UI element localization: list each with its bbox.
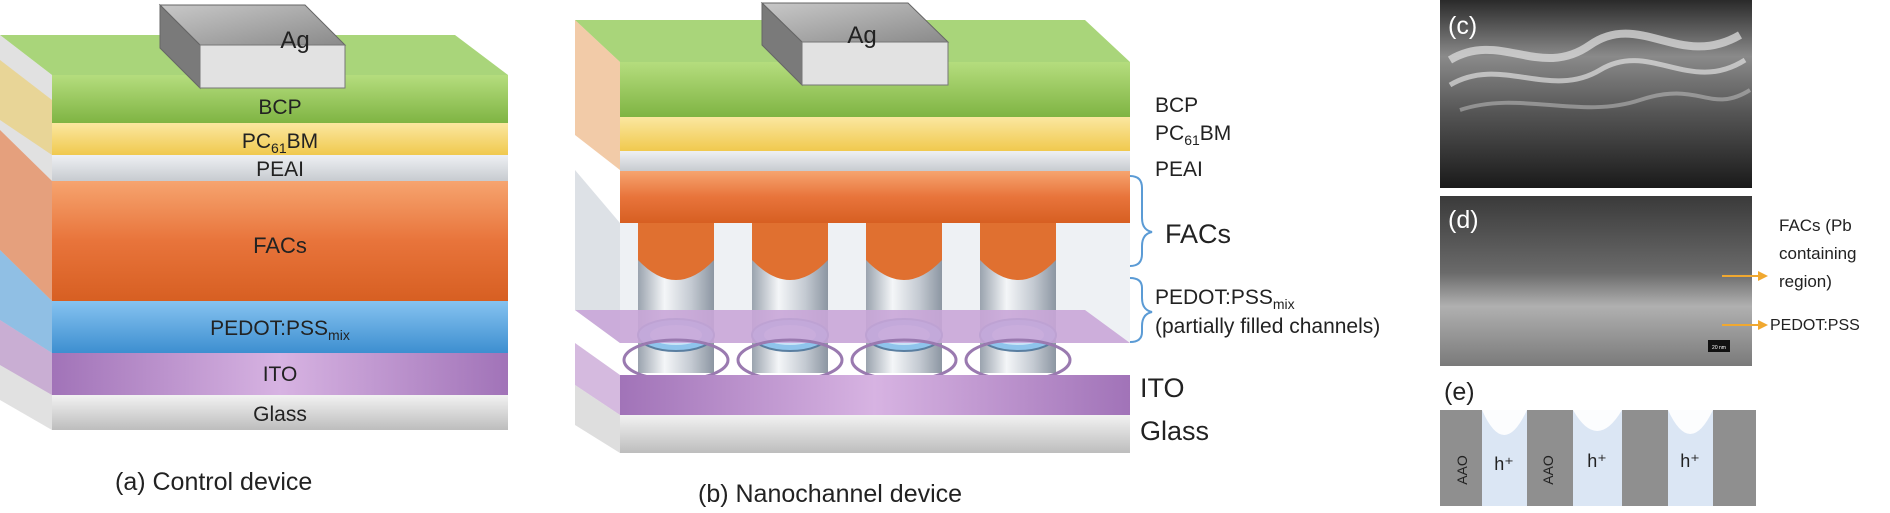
- panel-d-facs-annotation-2: containing: [1779, 244, 1857, 263]
- panel-a-ito-layer: [52, 353, 508, 395]
- panel-a-glass-layer: [52, 395, 508, 430]
- panel-a-pcbm-layer: [52, 123, 508, 155]
- panel-b-ito-top: [575, 310, 1130, 343]
- panel-b-peai-label: PEAI: [1155, 158, 1203, 181]
- panel-e-hole-2: h⁺: [1587, 451, 1607, 471]
- panel-a-pedot-layer: [52, 301, 508, 353]
- panel-b-pcbm-layer: [620, 117, 1130, 151]
- panel-a-facs-layer: [52, 181, 508, 301]
- panel-b-facs-layer: [620, 171, 1130, 223]
- panel-a-ito-label: ITO: [263, 363, 298, 386]
- panel-a-bcp-label: BCP: [258, 96, 301, 119]
- panel-b-peai-layer: [620, 151, 1130, 171]
- panel-a-control-device: Ag BCP PC61BM PEAI FACs PEDOT:PSSmix ITO…: [0, 3, 508, 496]
- panel-b-pcbm-label: PC61BM: [1155, 122, 1231, 148]
- panel-b-facs-label: FACs: [1165, 219, 1231, 249]
- panel-c-tag: (c): [1448, 12, 1477, 40]
- panel-d-tag: (d): [1448, 206, 1479, 234]
- panel-a-peai-label: PEAI: [256, 158, 304, 181]
- panel-a-ag-electrode: Ag: [158, 3, 347, 90]
- panel-e-aao-label-2: AAO: [1540, 455, 1556, 485]
- panel-b-nanochannel-1: [637, 223, 715, 373]
- panel-b-pedot-label: PEDOT:PSSmix: [1155, 286, 1295, 312]
- panel-b-nanochannel-2: [751, 223, 829, 373]
- panel-a-pedot-label: PEDOT:PSSmix: [210, 317, 350, 343]
- panel-b-ag-electrode: Ag: [760, 1, 950, 87]
- panel-b-nanochannel-4: [979, 223, 1057, 373]
- panel-d-scale-bar-label: 20 nm: [1712, 345, 1726, 351]
- panel-b-pedot-brace: [1129, 277, 1153, 343]
- panel-b-ito-layer: [620, 375, 1130, 415]
- panel-d-scale-bar: [1708, 340, 1730, 352]
- panel-a-ag-label: Ag: [280, 27, 309, 54]
- panel-b-glass-label: Glass: [1140, 416, 1209, 446]
- panel-e-aao-label-1: AAO: [1454, 455, 1470, 485]
- panel-b-nanochannel-3: [865, 223, 943, 373]
- panel-e-tag: (e): [1444, 378, 1475, 406]
- panel-a-facs-label: FACs: [253, 233, 307, 258]
- panel-d-facs-annotation-3: region): [1779, 272, 1832, 291]
- panel-b-pedot-note: (partially filled channels): [1155, 315, 1380, 338]
- panel-d-pedot-annotation: PEDOT:PSS: [1770, 317, 1860, 334]
- panel-d-facs-annotation-1: FACs (Pb: [1779, 216, 1852, 235]
- panel-b-ag-label: Ag: [847, 22, 876, 49]
- panel-a-peai-layer: [52, 155, 508, 181]
- panel-d-tem-image: 20 nm (d) FACs (Pb containing region) PE…: [1440, 196, 1860, 366]
- panel-b-caption: (b) Nanochannel device: [698, 480, 962, 508]
- panel-a-pcbm-label: PC61BM: [242, 130, 318, 156]
- panel-b-nanochannel-device: Ag BCP PC61BM PEAI FACs PEDOT:PSSmix (pa…: [575, 1, 1380, 508]
- panel-b-ito-label: ITO: [1140, 373, 1185, 403]
- panel-e-hole-1: h⁺: [1494, 454, 1514, 474]
- panel-e-hole-3: h⁺: [1680, 451, 1700, 471]
- panel-c-tem-image: (c): [1440, 0, 1752, 188]
- panel-b-bcp-label: BCP: [1155, 94, 1198, 117]
- panel-a-glass-label: Glass: [253, 403, 307, 426]
- panel-b-glass-layer: [620, 415, 1130, 453]
- panel-a-caption: (a) Control device: [115, 468, 312, 496]
- panel-e-schematic: (e) AAO AAO h⁺ h⁺ h⁺: [1440, 378, 1756, 506]
- panel-b-facs-brace: [1129, 175, 1153, 267]
